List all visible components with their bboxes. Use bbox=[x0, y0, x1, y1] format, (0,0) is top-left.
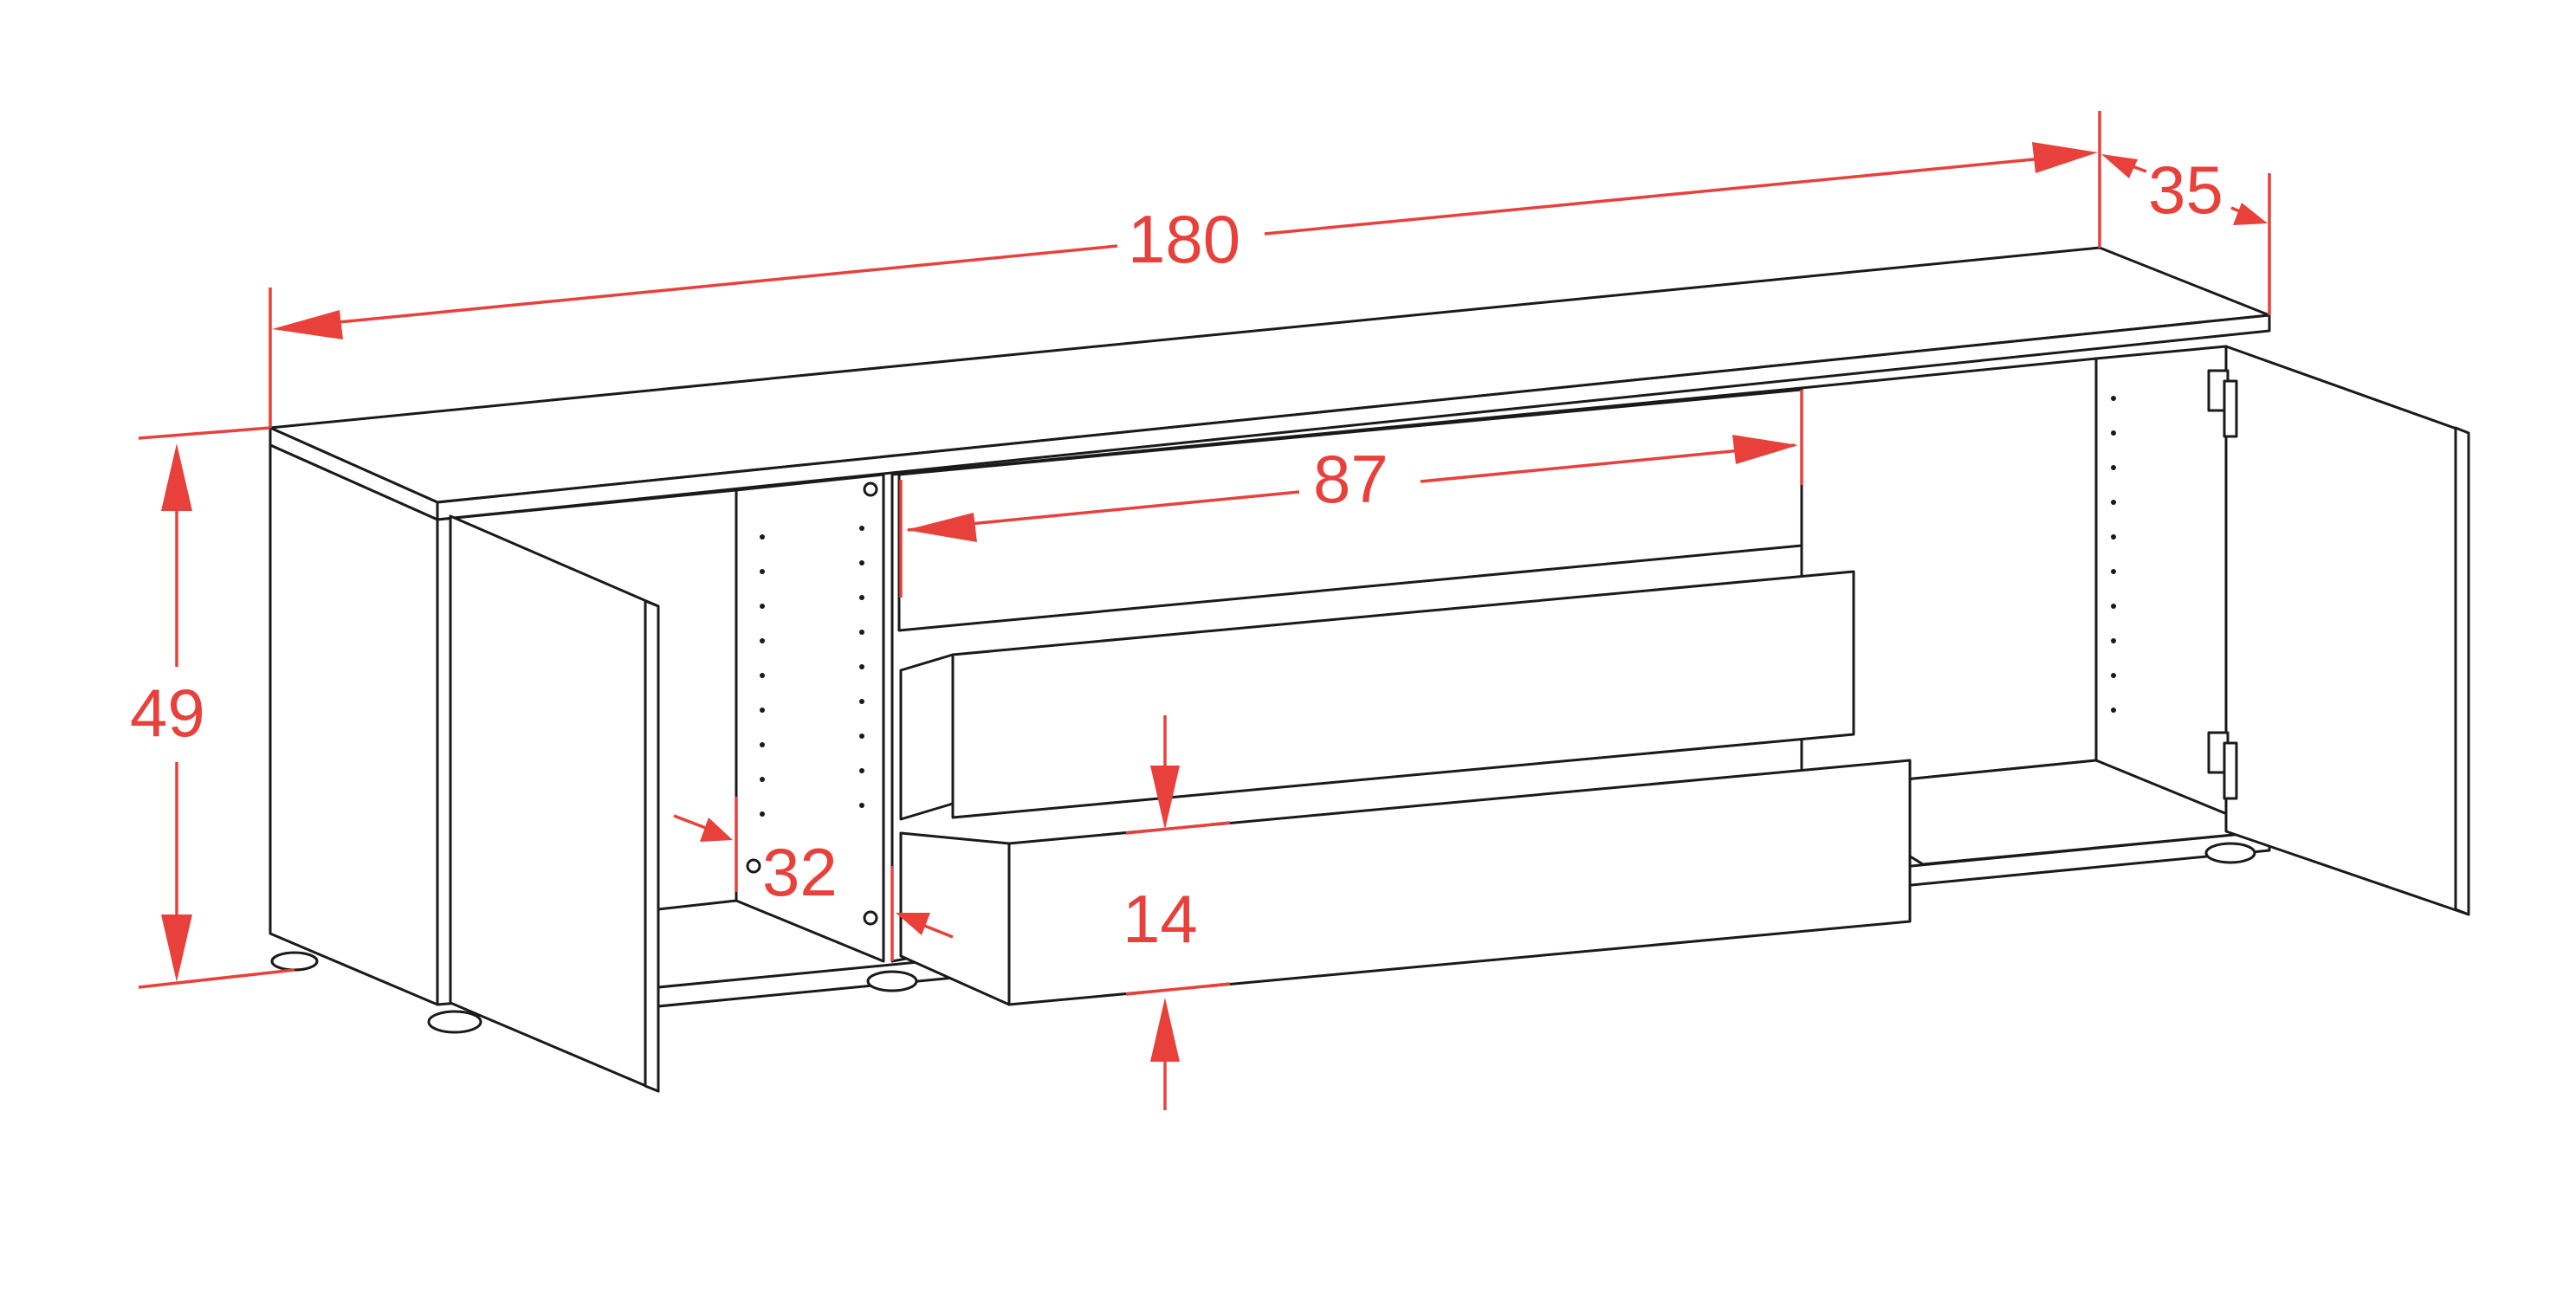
dimension-drawer-height bbox=[1125, 715, 1231, 1110]
hinge-bottom bbox=[2207, 731, 2238, 800]
right-inner-side bbox=[2094, 345, 2228, 833]
left-door-edge bbox=[644, 599, 660, 1093]
dimension-inner-width bbox=[899, 390, 1803, 598]
foot-right bbox=[2204, 842, 2256, 864]
right-door-edge bbox=[2454, 426, 2470, 916]
drawer-top bbox=[897, 388, 1803, 632]
label-side-gap: 32 bbox=[762, 834, 838, 910]
label-height: 49 bbox=[130, 675, 205, 751]
foot-left-back bbox=[270, 951, 319, 972]
foot-left-front bbox=[427, 1010, 482, 1034]
left-door bbox=[449, 514, 660, 1093]
drawer-middle bbox=[951, 570, 1855, 819]
shelf-pin-holes-left bbox=[746, 481, 878, 926]
hinge-top bbox=[2207, 369, 2238, 438]
dimension-side-gap bbox=[673, 797, 954, 961]
dimension-depth bbox=[2101, 154, 2271, 315]
left-side-panel bbox=[269, 443, 439, 1006]
top-panel-front-edge bbox=[436, 313, 2271, 521]
shelf-pin-holes-right bbox=[2111, 396, 2116, 713]
label-drawer-height: 14 bbox=[1123, 881, 1198, 957]
dimension-height bbox=[138, 426, 295, 989]
left-divider bbox=[735, 473, 885, 963]
drawer-middle-side bbox=[899, 653, 955, 821]
label-inner-width: 87 bbox=[1313, 441, 1388, 517]
right-door bbox=[2224, 345, 2470, 916]
drawer-bottom bbox=[1007, 759, 1912, 1006]
foot-middle bbox=[866, 970, 918, 992]
label-depth: 35 bbox=[2148, 152, 2223, 228]
label-width: 180 bbox=[1128, 201, 1240, 277]
dimension-width bbox=[269, 111, 2101, 428]
